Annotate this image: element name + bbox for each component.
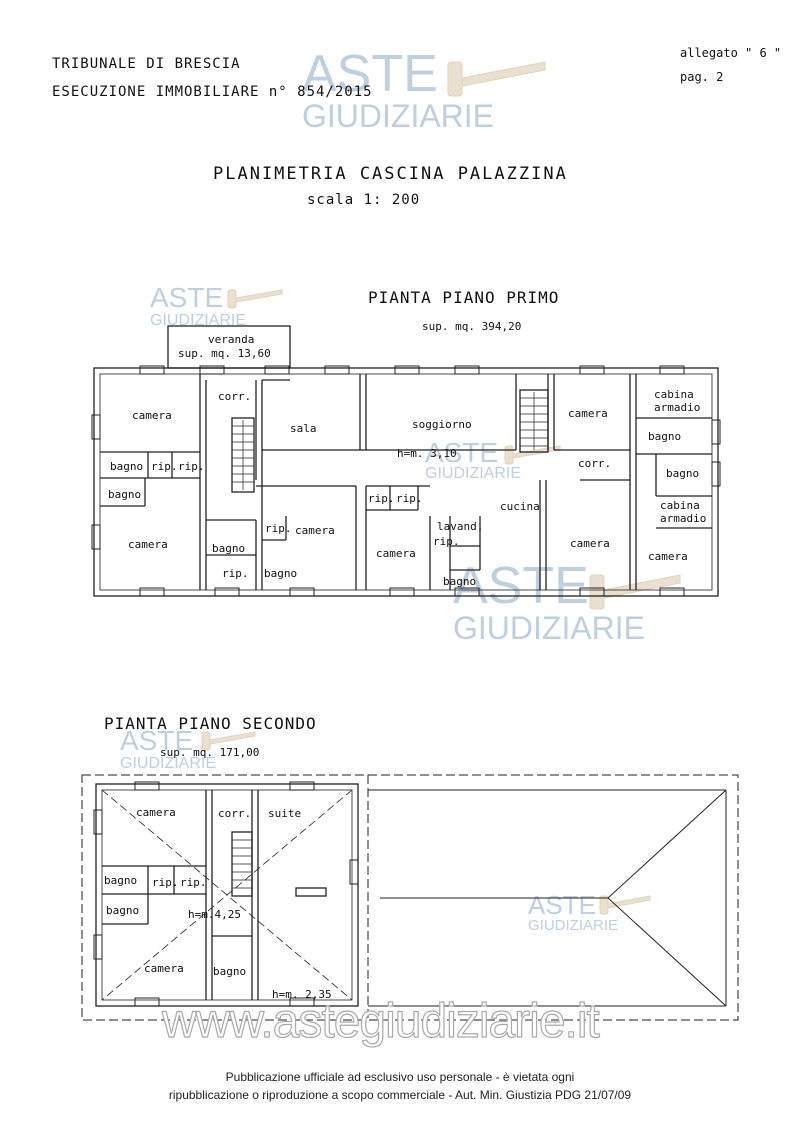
second-floor-height-1: h=m.4,25 [188, 908, 241, 921]
page-label: pag. 2 [680, 70, 724, 84]
second-floor-area: sup. mq. 171,00 [160, 746, 260, 759]
first-floor-area: sup. mq. 394,20 [422, 320, 522, 333]
website-watermark: www.astegiudiziarie.it [161, 994, 600, 1048]
room2-corr: corr. [218, 807, 252, 820]
room-rip-s1: rip. [368, 492, 395, 505]
room-camera-tr: camera [568, 407, 608, 420]
room2-bagno-3: bagno [213, 965, 247, 978]
room-cucina: cucina [500, 500, 540, 513]
veranda-label: veranda [208, 333, 255, 346]
room-rip-l1: rip. [151, 460, 178, 473]
room-rip-l2: rip. [178, 460, 205, 473]
attachment-label: allegato " 6 " [680, 46, 782, 60]
first-floor-height: h=m. 3,10 [397, 447, 457, 460]
room-bagno-c1: bagno [212, 542, 246, 555]
room-bagno-c2: bagno [264, 567, 298, 580]
footer-line-1: Pubblicazione ufficiale ad esclusivo uso… [225, 1070, 575, 1084]
room-corr-right: corr. [578, 457, 612, 470]
second-floor-outer-wall [95, 783, 359, 1007]
veranda-area: sup. mq. 13,60 [178, 347, 271, 360]
room-cabina-armadio-1: cabina armadio [654, 388, 701, 414]
room-bagno-l1: bagno [110, 460, 144, 473]
room-rip-s3: rip. [433, 535, 460, 548]
room-soggiorno: soggiorno [412, 418, 472, 431]
watermark-giudiziarie-roof: GIUDIZIARIE [528, 917, 619, 934]
room-bagno-l2: bagno [108, 488, 142, 501]
room-cabina-armadio-2: cabina armadio [660, 499, 707, 525]
second-floor-height-2: h=m. 2,35 [272, 988, 332, 1001]
room-rip-c2: rip. [222, 567, 249, 580]
second-floor-roof-outline [81, 774, 739, 1021]
room-camera-br1: camera [570, 537, 610, 550]
room2-camera-b: camera [144, 962, 184, 975]
room-camera-tl: camera [132, 409, 172, 422]
plan-scale: scala 1: 200 [307, 192, 421, 208]
room-sala: sala [290, 422, 317, 435]
watermark-aste-plan1: ASTE [150, 282, 224, 313]
first-floor-outer-wall [93, 367, 719, 597]
court-name: TRIBUNALE DI BRESCIA [52, 56, 241, 72]
watermark-giudiziarie-center: GIUDIZIARIE [425, 465, 522, 482]
room-camera-c: camera [295, 524, 335, 537]
room-bagno-r2: bagno [666, 467, 700, 480]
room2-suite: suite [268, 807, 302, 820]
room-rip-c1: rip. [265, 522, 292, 535]
plan-title: PLANIMETRIA CASCINA PALAZZINA [213, 164, 568, 184]
case-number: ESECUZIONE IMMOBILIARE n° 854/2015 [52, 84, 373, 100]
watermark-giudiziarie-plan2: GIUDIZIARIE [120, 755, 217, 772]
watermark-aste-plan2: ASTE [120, 725, 194, 756]
room-camera-bl: camera [128, 538, 168, 551]
room-camera-s: camera [376, 547, 416, 560]
room2-bagno-2: bagno [106, 904, 140, 917]
room2-rip-2: rip. [180, 876, 207, 889]
watermark-aste-center: ASTE [425, 437, 499, 468]
watermark-aste-top: ASTE [302, 45, 438, 103]
watermark-giudiziarie-top: GIUDIZIARIE [302, 98, 495, 134]
second-floor-title: PIANTA PIANO SECONDO [104, 714, 317, 733]
first-floor-title: PIANTA PIANO PRIMO [368, 288, 560, 307]
room-camera-br2: camera [648, 550, 688, 563]
room-bagno-s: bagno [443, 575, 477, 588]
room2-camera-t: camera [136, 806, 176, 819]
room2-bagno-1: bagno [104, 874, 138, 887]
room-lavand: lavand. [437, 520, 484, 533]
watermark-giudiziarie-bottom1: GIUDIZIARIE [453, 610, 646, 646]
room-bagno-r1: bagno [648, 430, 682, 443]
room-corr-left: corr. [218, 390, 252, 403]
watermark-aste-roof: ASTE [528, 890, 596, 920]
footer-line-2: ripubblicazione o riproduzione a scopo c… [168, 1088, 632, 1102]
room-rip-s2: rip. [396, 492, 423, 505]
watermark-aste-bottom1: ASTE [453, 557, 589, 615]
watermark-giudiziarie-plan1: GIUDIZIARIE [150, 312, 247, 329]
room2-rip-1: rip. [152, 876, 179, 889]
